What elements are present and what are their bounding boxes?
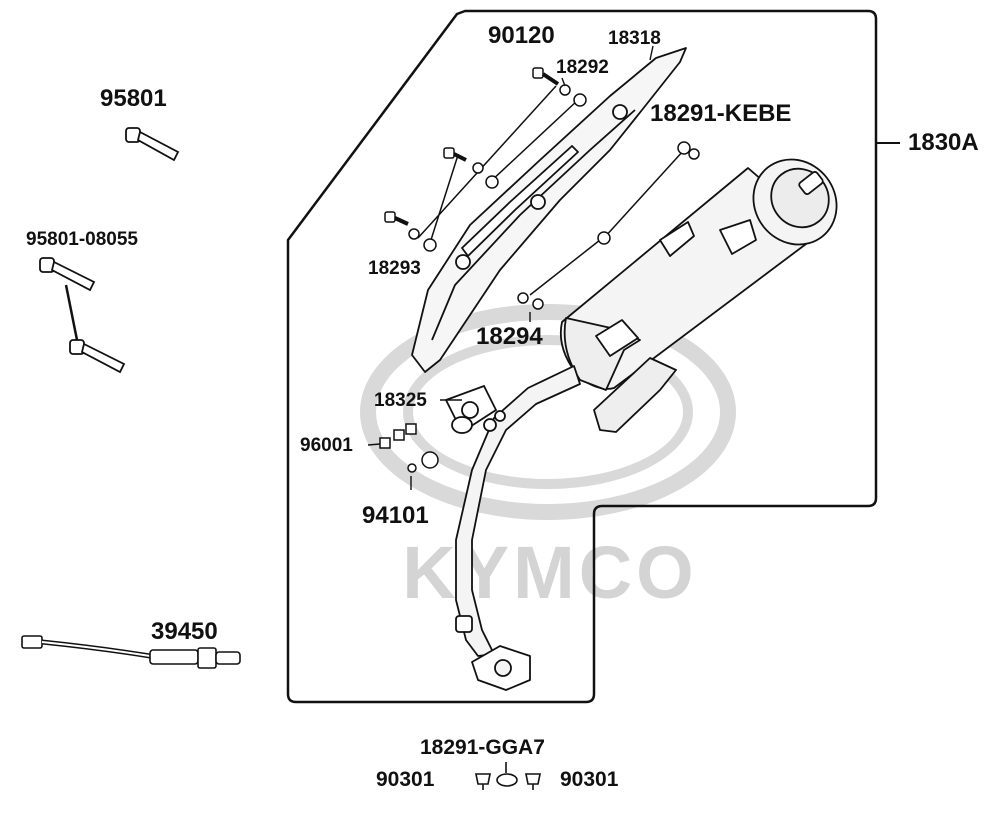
heat-guard-boss-top [612,104,628,120]
stay-collar [677,141,691,155]
washer [407,463,417,473]
stay-collar [688,148,700,160]
muffler-mount-plate [593,357,677,433]
part-label-90120[interactable]: 90120 [488,22,555,49]
label-leaders [367,45,654,490]
leader-line [529,239,601,296]
part-label-90301-left[interactable]: 90301 [376,768,435,791]
bolt-95801[interactable] [125,127,180,162]
gasket-18325[interactable] [444,384,498,434]
leader-line [603,149,685,239]
part-label-90301-right[interactable]: 90301 [560,768,619,791]
exhaust-header-pipe[interactable] [455,365,581,691]
part-label-18291-gga7[interactable]: 18291-GGA7 [420,736,545,759]
sensor-tip [215,651,241,665]
bolt-shank [394,216,409,226]
part-label-95801[interactable]: 95801 [100,85,167,112]
gasket-ring [451,416,473,434]
parts-90301-18291-gga7[interactable] [475,762,541,790]
leader-96001 [367,443,381,446]
clip-90301-left [475,773,491,785]
heat-guard-inner-rib [431,109,636,341]
part-label-96001[interactable]: 96001 [300,435,353,456]
tailpipe-tip [798,171,824,195]
part-label-39450[interactable]: 39450 [151,618,218,645]
leader-18292 [561,77,566,87]
part-label-94101[interactable]: 94101 [362,502,429,529]
nut [405,423,417,435]
kymco-watermark [360,304,736,520]
bolt-head [384,211,396,223]
muffler-bracket-top [659,221,695,257]
flange-hole [494,659,512,677]
bolt-shank [541,72,560,86]
sensor-hex [197,647,217,669]
leader-line [417,85,557,239]
part-label-95801-08055[interactable]: 95801-08055 [26,229,138,250]
muffler-body[interactable] [559,143,854,433]
part-label-18293[interactable]: 18293 [368,258,421,279]
nut [393,429,405,441]
pipe-bracket [455,615,473,633]
washer-18293 [408,228,420,240]
washer [421,451,439,469]
part-label-18292[interactable]: 18292 [556,57,609,78]
part-label-18325[interactable]: 18325 [374,390,427,411]
washer-18292 [559,84,571,96]
oxygen-sensor-39450[interactable] [21,635,241,669]
watermark-ring-outer [360,304,736,520]
heat-guard-boss-mid [530,194,546,210]
leader-line [64,284,80,346]
bolt-shank [50,260,96,292]
muffler-bracket-low [595,319,639,357]
bolt-head [443,147,455,159]
part-label-18318[interactable]: 18318 [608,28,661,49]
sensor-connector [21,635,43,649]
collar-18293 [423,238,437,252]
bolt-shank [136,130,180,162]
heat-guard-body [411,47,687,373]
nut [379,437,391,449]
leader-line [489,99,579,183]
stay-collar [597,231,611,245]
part-label-18291-kebe[interactable]: 18291-KEBE [650,100,792,127]
bolts-90120[interactable] [384,67,587,252]
heat-guard-boss-low [455,254,471,270]
pipe-boss [494,410,506,422]
pipe-boss [483,418,497,432]
assembly-1830a-outline [286,9,878,704]
collar-18292 [573,93,587,107]
collar-18292 [485,175,499,189]
nuts-96001[interactable] [379,423,439,473]
part-label-18294[interactable]: 18294 [476,323,543,350]
bolt-head [532,67,544,79]
clip-90301-right [525,773,541,785]
muffler-bracket-right [719,219,757,255]
washer-18294 [532,298,544,310]
sensor-body [149,649,199,665]
gasket-hole [461,401,479,419]
washer-18292 [472,162,484,174]
bolt-shank [80,342,126,374]
part-label-1830a[interactable]: 1830A [908,129,979,156]
washer-18294 [517,292,529,304]
grommet-18291-gga7 [496,773,518,787]
watermark-ring-inner [403,335,693,489]
stay-18291-kebe[interactable] [517,141,700,310]
bolt-shank [453,152,467,162]
heat-guard-part[interactable] [411,47,687,373]
leader-line [429,154,459,244]
leader-18318 [649,45,654,61]
bolts-95801-08055[interactable] [39,257,126,374]
watermark-text: KYMCO [402,531,697,614]
sensor-cable-outline [41,641,151,657]
